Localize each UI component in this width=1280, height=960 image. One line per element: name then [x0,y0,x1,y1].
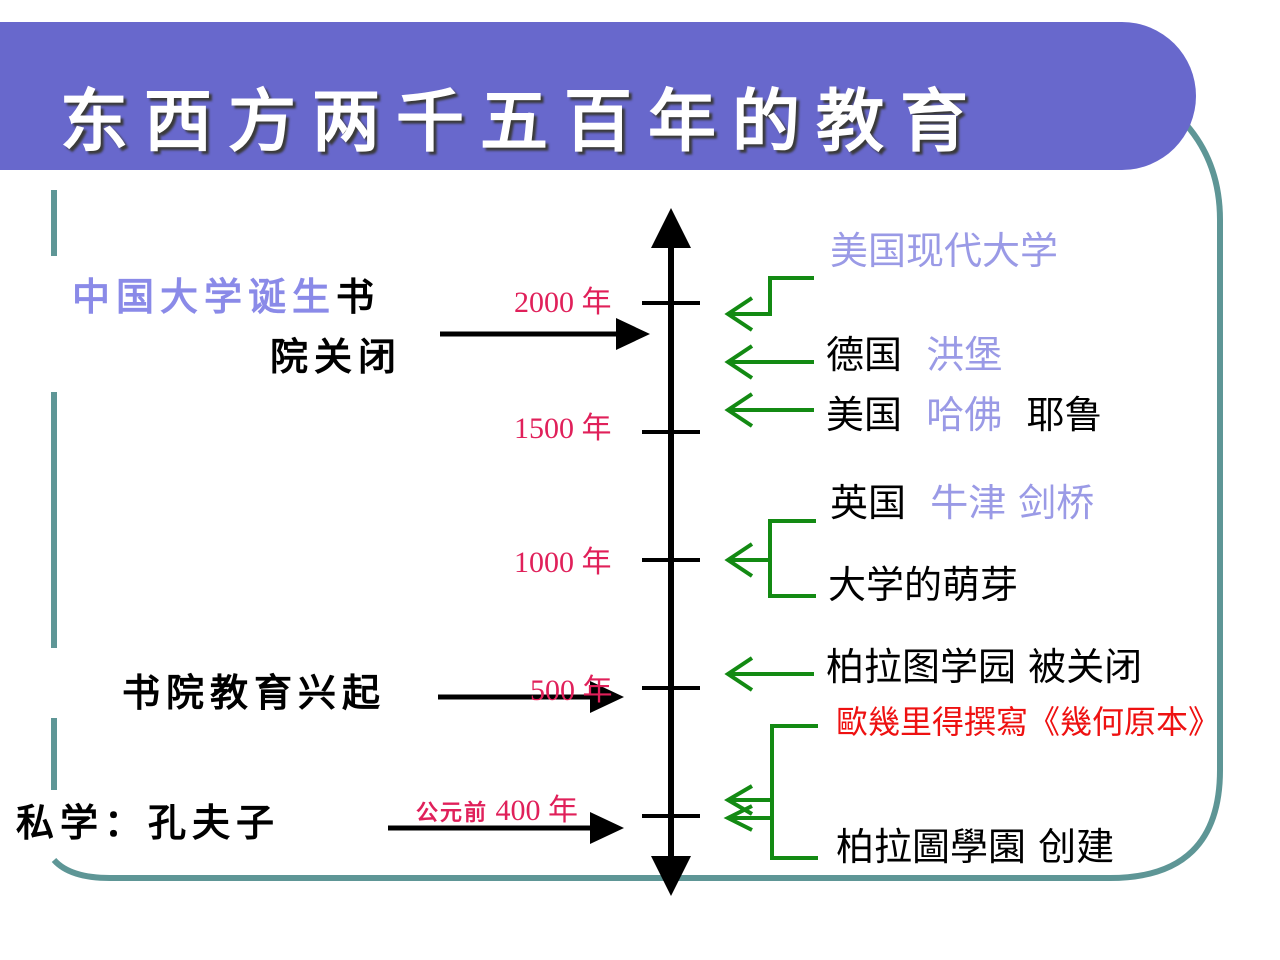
page-title: 东西方两千五百年的教育 [60,82,985,162]
label-germany: 德国 洪堡 [826,333,1003,377]
label-yale: 耶鲁 [1026,393,1103,437]
label-univ-sprout: 大学的萌芽 [828,563,1019,607]
year-label-1000: 1000 年 [514,546,612,579]
timeline-arrow-up [651,208,691,248]
timeline-arrow-down [651,856,691,896]
label-oxbridge: 牛津 剑桥 [930,481,1095,525]
label-china-univ-line1: 中国大学诞生书 [72,278,380,316]
title-underline [0,171,1132,175]
title-band [0,22,1196,170]
label-euclid-elements: 歐幾里得撰寫《幾何原本》 [836,703,1221,741]
bc-year: 400 年 [495,794,579,827]
green-bracket-us-modern [730,276,814,316]
label-china-univ-line2: 院关闭 [270,334,403,379]
label-usa: 美国 哈佛 耶鲁 [826,393,1103,437]
year-label-500: 500 年 [530,674,613,707]
year-label-2000: 2000 年 [514,286,612,319]
label-uk: 英国 牛津 剑桥 [830,481,1095,525]
green-bracket-1000 [768,519,816,598]
label-harvard: 哈佛 [926,393,1003,437]
label-us-modern-univ: 美国现代大学 [830,229,1059,273]
label-private-school: 私学：孔夫子 [16,800,281,845]
china-univ-highlight: 中国大学诞生 [72,274,337,319]
year-label-1500: 1500 年 [514,412,612,445]
label-academy-rise: 书院教育兴起 [122,670,387,715]
china-univ-rest: 书 [336,274,381,319]
frame-outline [51,117,1223,881]
year-label-bc400: 公元前 400 年 [416,796,578,826]
label-plato-closed: 柏拉图学园 被关闭 [826,645,1143,689]
bc-prefix: 公元前 [416,801,489,826]
green-bracket-bc400 [770,724,818,860]
label-humboldt: 洪堡 [926,333,1003,377]
label-plato-founded: 柏拉圖學園 创建 [836,825,1115,869]
